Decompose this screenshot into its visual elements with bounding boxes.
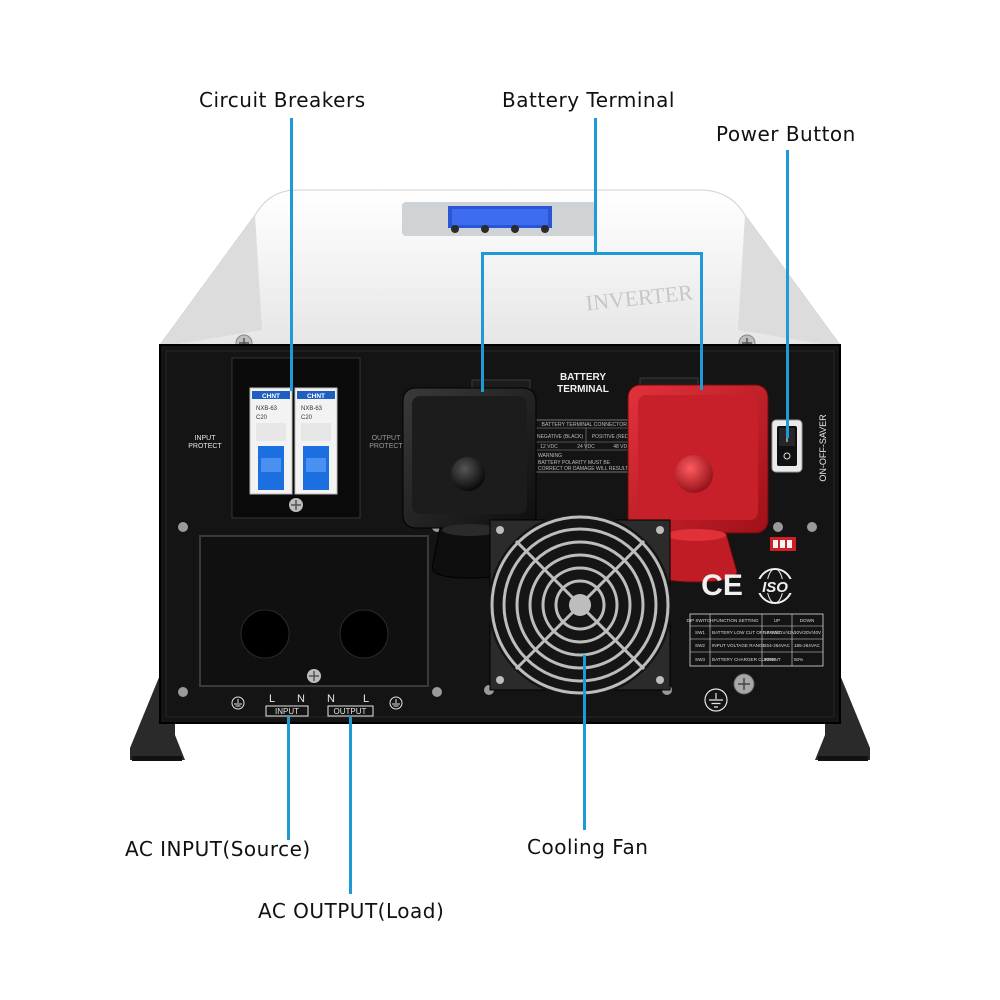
svg-text:N: N [327, 693, 335, 705]
battery-terminal-negative[interactable] [402, 379, 537, 579]
svg-text:SW3: SW3 [695, 657, 705, 662]
dip-settings-table: DIP SWITCH FUNCTION SETTING UP DOWN SW1 … [687, 613, 824, 667]
ac-input-port [240, 609, 290, 659]
battery-terminal-leader-pos [700, 252, 703, 390]
svg-text:INPUT: INPUT [275, 707, 299, 716]
svg-text:BATTERY CHARGER CURRENT: BATTERY CHARGER CURRENT [712, 657, 781, 662]
ac-output-callout: AC OUTPUT(Load) [258, 899, 445, 923]
svg-text:BATTERY TERMINAL CONNECTORS: BATTERY TERMINAL CONNECTORS [542, 422, 632, 428]
lcd-buttons [451, 225, 549, 233]
svg-text:185-264VAC: 185-264VAC [794, 643, 821, 648]
svg-text:C20: C20 [301, 415, 313, 421]
housing-right-side [738, 215, 840, 345]
input-protect-label-1: INPUT [195, 435, 217, 442]
svg-text:CHNT: CHNT [262, 393, 280, 400]
power-button-leader [786, 150, 789, 438]
switch-label: ON-OFF-SAVER [818, 414, 828, 482]
connector-table: BATTERY TERMINAL CONNECTORS NEGATIVE (BL… [534, 419, 638, 473]
svg-text:OUTPUT: OUTPUT [334, 707, 367, 716]
svg-text:FUNCTION SETTING: FUNCTION SETTING [714, 618, 759, 623]
svg-text:NXB-63: NXB-63 [256, 406, 278, 412]
battery-terminal-leader-bar [481, 252, 703, 255]
power-button-callout: Power Button [716, 122, 856, 146]
circuit-breaker-1[interactable]: CHNT NXB-63 C20 [249, 387, 293, 495]
svg-text:POSITIVE (RED): POSITIVE (RED) [592, 434, 631, 440]
svg-text:24 VDC: 24 VDC [577, 444, 595, 450]
ce-mark: CE [701, 569, 743, 602]
ac-output-port [339, 609, 389, 659]
battery-terminal-callout: Battery Terminal [502, 88, 675, 112]
svg-text:50%: 50% [794, 657, 803, 662]
svg-text:C20: C20 [256, 415, 268, 421]
ac-terminal-labels: L N N L INPUT OUTPUT [231, 693, 403, 717]
grounding-screw[interactable] [733, 673, 755, 695]
cooling-fan-leader [583, 655, 586, 830]
svg-text:CORRECT OR DAMAGE WILL RESULT: CORRECT OR DAMAGE WILL RESULT [538, 466, 628, 472]
ac-input-callout: AC INPUT(Source) [125, 837, 311, 861]
battery-terminal-leader-stem [594, 118, 597, 253]
output-protect-label-2: PROTECT [369, 443, 403, 450]
svg-text:10.5V/21V/42V: 10.5V/21V/42V [764, 630, 796, 635]
svg-text:N: N [297, 693, 305, 705]
circuit-breaker-2[interactable]: CHNT NXB-63 C20 [294, 387, 338, 495]
input-protect-label-2: PROTECT [188, 443, 222, 450]
battery-terminal-positive[interactable] [627, 377, 769, 583]
svg-text:L: L [363, 693, 369, 705]
cooling-fan [488, 513, 672, 697]
ac-terminal-recess [199, 535, 429, 687]
ac-input-leader [287, 717, 290, 840]
iso-mark: ISO [754, 568, 796, 604]
svg-text:12 VDC: 12 VDC [540, 444, 558, 450]
svg-text:NEGATIVE (BLACK): NEGATIVE (BLACK) [537, 434, 583, 440]
svg-text:100%: 100% [764, 657, 776, 662]
svg-text:INPUT VOLTAGE RANGE: INPUT VOLTAGE RANGE [712, 643, 766, 648]
svg-text:SW2: SW2 [695, 643, 705, 648]
svg-text:10V/20V/40V: 10V/20V/40V [794, 630, 822, 635]
svg-text:CHNT: CHNT [307, 393, 325, 400]
svg-text:DIP SWITCH: DIP SWITCH [687, 618, 714, 623]
circuit-breakers-leader [290, 118, 293, 391]
svg-text:154-264VAC: 154-264VAC [764, 643, 791, 648]
svg-text:BATTERY POLARITY MUST BE: BATTERY POLARITY MUST BE [538, 460, 611, 466]
dip-switch[interactable] [770, 537, 796, 551]
circuit-breakers-callout: Circuit Breakers [199, 88, 366, 112]
ac-output-leader [349, 717, 352, 894]
svg-text:UP: UP [774, 618, 780, 623]
svg-text:WARNING: WARNING [538, 453, 562, 459]
battery-terminal-title-2: TERMINAL [557, 384, 609, 395]
svg-text:ISO: ISO [762, 579, 788, 596]
svg-text:SW1: SW1 [695, 630, 705, 635]
battery-terminal-title-1: BATTERY [560, 372, 606, 383]
battery-terminal-leader-neg [481, 252, 484, 392]
svg-text:DOWN: DOWN [800, 618, 815, 623]
housing-left-side [160, 215, 262, 345]
svg-text:NXB-63: NXB-63 [301, 406, 323, 412]
svg-text:BATTERY LOW CUT OFF POINT: BATTERY LOW CUT OFF POINT [712, 630, 781, 635]
svg-text:48 VDC: 48 VDC [613, 444, 631, 450]
cooling-fan-callout: Cooling Fan [527, 835, 649, 859]
output-protect-label-1: OUTPUT [372, 435, 402, 442]
ground-icon [704, 688, 728, 712]
power-switch[interactable] [771, 419, 803, 473]
svg-text:L: L [269, 693, 275, 705]
